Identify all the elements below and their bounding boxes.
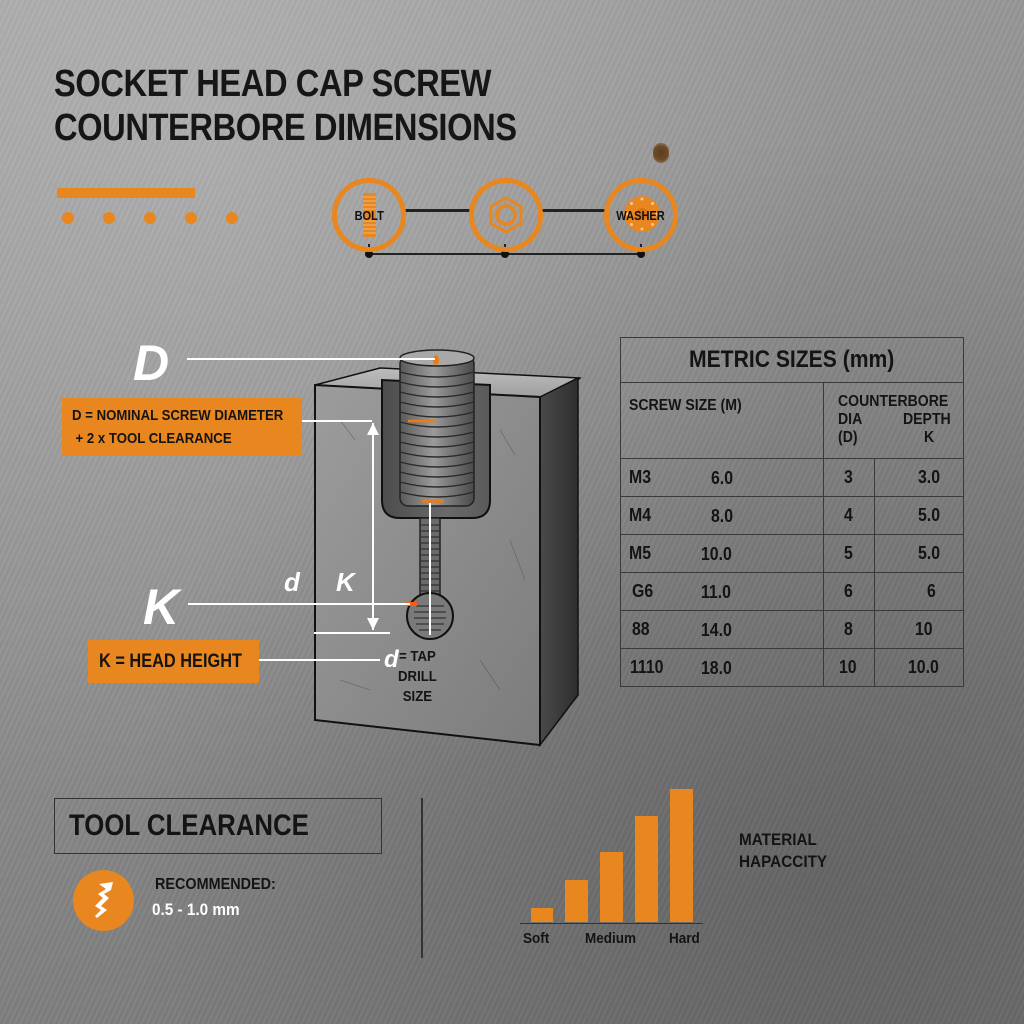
page-title: SOCKET HEAD CAP SCREW COUNTERBORE DIMENS… [54,62,517,150]
d-formula-box: D = NOMINAL SCREW DIAMETER + 2 x TOOL CL… [62,398,302,456]
accent-dot [62,212,74,224]
chart-title-line-1: MATERIAL [739,830,817,849]
junction-dot [501,250,509,258]
leader-line-d-formula [302,420,372,422]
d-formula-line-2: + 2 x TOOL CLEARANCE [75,430,232,447]
x-tick-hard: Hard [669,930,700,947]
k-formula-box: K = HEAD HEIGHT [88,640,259,683]
k-formula-text: K = HEAD HEIGHT [99,651,243,672]
tap-line-2: DRILL [398,668,437,685]
recommended-label: RECOMMENDED: [155,876,276,893]
leader-line-k-formula [259,659,380,661]
counterbore-cutaway-illustration [314,349,582,748]
accent-dot [103,212,115,224]
accent-dot [226,212,238,224]
tap-line-3: SIZE [402,688,433,705]
node-washer: WASHER [604,178,678,252]
leader-line-D [187,358,435,360]
material-bar-chart [520,770,710,924]
bar [565,880,588,922]
recommended-value: 0.5 - 1.0 mm [152,900,240,919]
bar [670,789,693,922]
col-header-depth: DEPTH [902,411,951,428]
bar [531,908,553,922]
accent-bar [57,188,195,198]
label-D: D [133,335,170,391]
section-divider [421,798,423,958]
leader-line-K [188,603,410,605]
label-d-small: d [284,567,300,597]
connector-line [541,209,607,212]
accent-dot [144,212,156,224]
washer-icon [624,196,660,232]
title-line-2: COUNTERBORE DIMENSIONS [54,107,517,149]
node-nut [469,178,543,252]
drill-bit-icon [73,870,134,931]
accent-dot [185,212,197,224]
junction-dot [637,250,645,258]
connector-line [405,209,471,212]
tool-clearance-panel: TOOL CLEARANCE [54,798,382,854]
bolt-icon [363,193,376,237]
x-axis [520,922,703,924]
col-header-counterbore: COUNTERBORE DIA (D) DEPTH K [822,382,965,459]
bar [600,852,623,922]
label-K: K [143,579,180,635]
title-line-1: SOCKET HEAD CAP SCREW [54,63,492,105]
bar [635,816,658,922]
node-label: BOLT [354,207,384,223]
tap-drill-label: = TAP DRILL SIZE [398,647,437,707]
col-header-screw-size: SCREW SIZE (M) [620,382,824,459]
node-bolt: BOLT [332,178,406,252]
x-tick-soft: Soft [523,930,550,947]
rust-stain [653,143,669,163]
col-header-depth-symbol: K [924,429,935,446]
hex-nut-icon [489,196,523,234]
table-title: METRIC SIZES (mm) [620,337,964,383]
junction-dot [365,250,373,258]
metric-sizes-table: METRIC SIZES (mm) SCREW SIZE (M) COUNTER… [620,337,965,687]
col-header-dia: DIA [837,411,862,428]
tap-line-1: = TAP [399,648,436,665]
chart-title: MATERIAL HAPACCITY [739,829,827,873]
tool-clearance-title: TOOL CLEARANCE [69,809,309,842]
label-K-small: K [336,567,355,597]
x-tick-medium: Medium [585,930,637,947]
d-formula-line-1: D = NOMINAL SCREW DIAMETER [72,407,284,424]
node-label: WASHER [616,207,666,223]
tap-d-symbol: d [384,646,399,673]
chart-title-line-2: HAPACCITY [739,852,828,871]
col-header-dia-symbol: (D) [837,429,858,446]
